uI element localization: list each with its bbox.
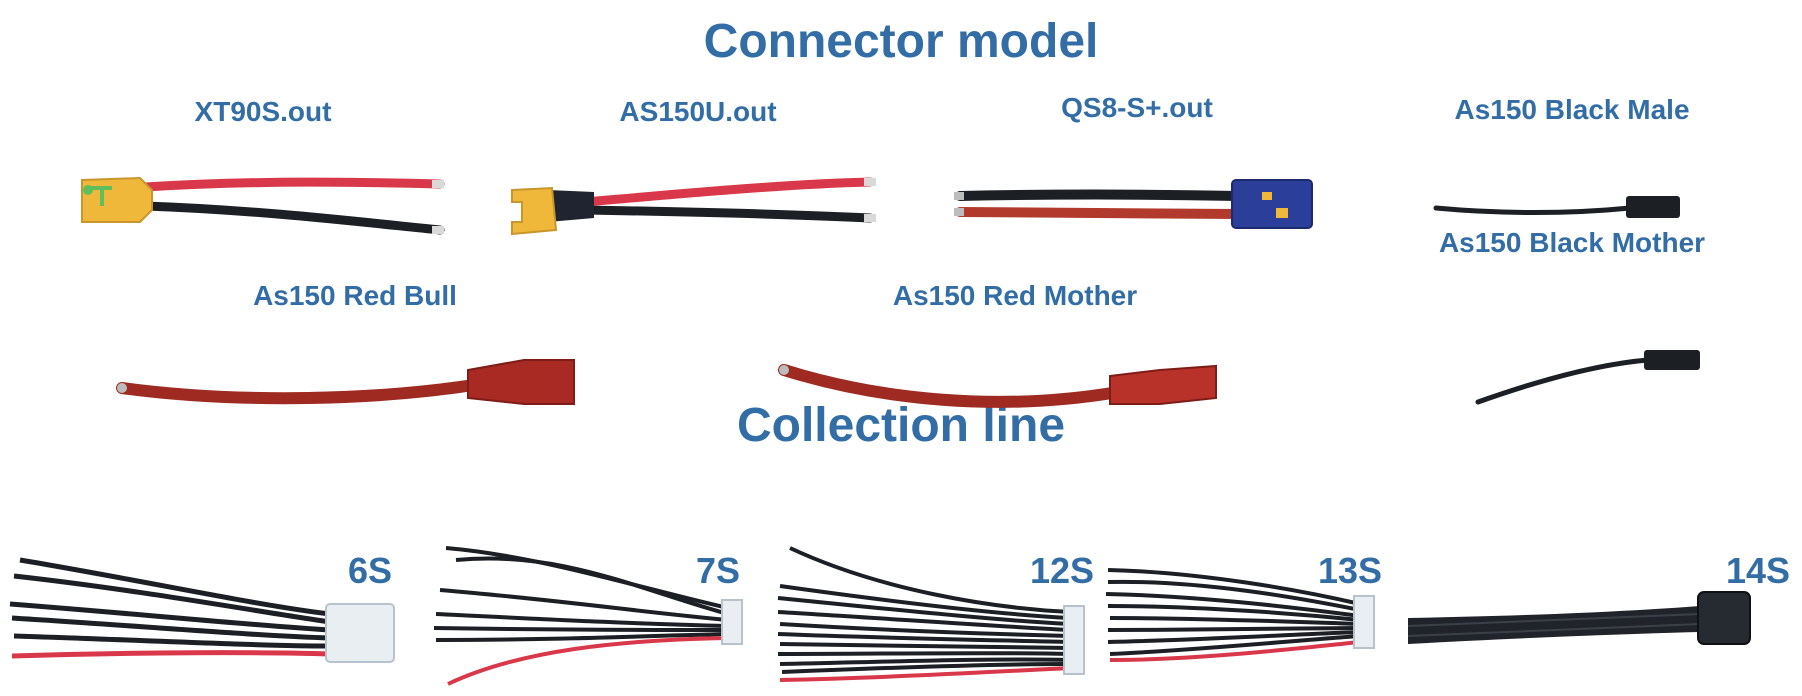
balance-lead-13s-image: [1105, 568, 1375, 662]
balance-lead-14s-image: [1407, 591, 1751, 645]
collection-line-title: Collection line: [736, 399, 1066, 452]
collection-label-7s: 7S: [696, 550, 741, 591]
collection-label-13s: 13S: [1318, 550, 1383, 591]
as150-red-bull-image: [116, 359, 575, 405]
connector-label-as150-red-bull: As150 Red Bull: [253, 280, 457, 311]
connector-label-as150u: AS150U.out: [619, 96, 777, 127]
balance-lead-12s-image: [777, 546, 1085, 682]
connector-label-qs8: QS8-S+.out: [1061, 92, 1213, 123]
connector-label-as150-black-male: As150 Black Male: [1454, 94, 1690, 125]
collection-label-14s: 14S: [1726, 550, 1791, 591]
collection-label-12s: 12S: [1030, 550, 1095, 591]
as150u-cable-image: [511, 177, 876, 236]
balance-lead-7s-image: [433, 546, 743, 686]
connector-label-xt90s: XT90S.out: [194, 96, 332, 127]
connector-label-as150-black-mother: As150 Black Mother: [1438, 227, 1706, 258]
xt90s-cable-image: [81, 176, 445, 235]
collection-label-6s: 6S: [348, 550, 393, 591]
connector-label-as150-red-mother: As150 Red Mother: [892, 280, 1138, 311]
as150-black-male-image: [1433, 196, 1680, 218]
connector-model-title: Connector model: [703, 15, 1099, 68]
as150-black-mother-image: [1475, 350, 1700, 405]
as150-red-mother-image: [778, 364, 1217, 408]
balance-lead-6s-image: [9, 557, 395, 663]
qs8-cable-image: [954, 179, 1313, 229]
